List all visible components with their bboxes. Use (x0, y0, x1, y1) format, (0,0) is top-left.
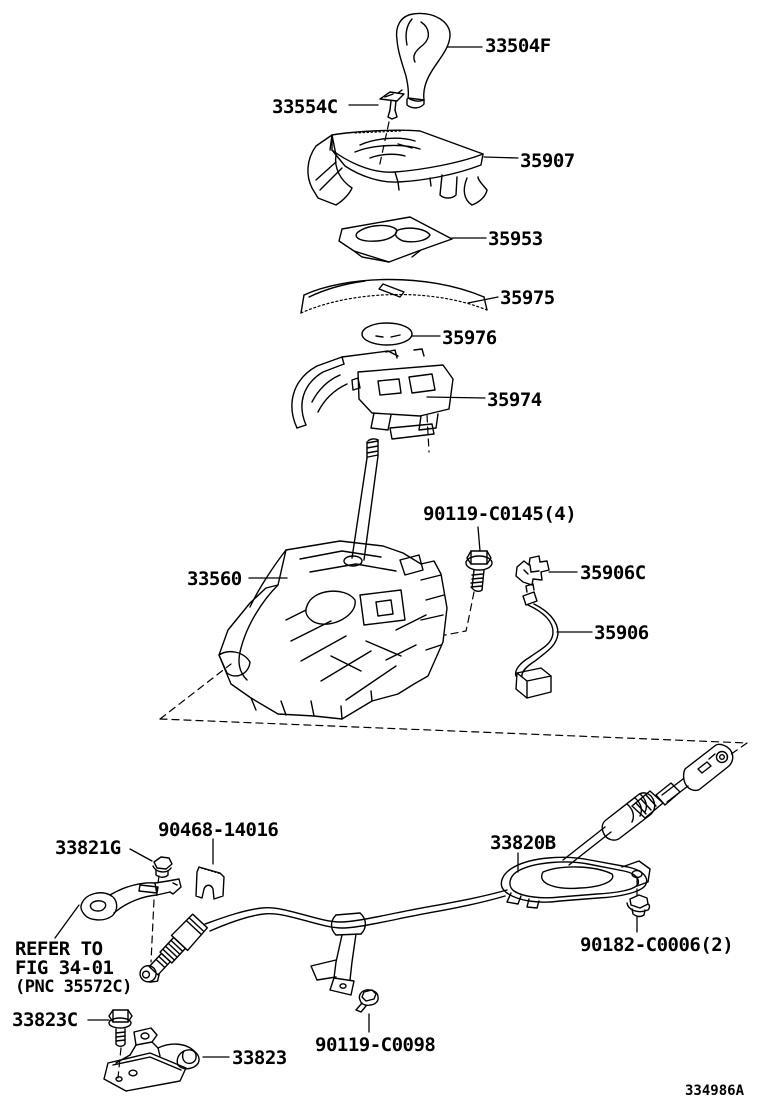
indicator-housing-plate-drawing (338, 216, 453, 263)
part-label-35975: 35975 (500, 287, 555, 309)
wire-harness-35906-drawing (514, 583, 559, 699)
part-label-33554C: 33554C (272, 96, 338, 118)
part-label-33823: 33823 (232, 1047, 287, 1069)
part-label-35906: 35906 (594, 622, 649, 644)
part-label-35907: 35907 (520, 150, 575, 172)
part-label-35976: 35976 (442, 327, 497, 349)
part-label-90182-C0006: 90182-C0006(2) (580, 934, 734, 956)
lever-bracket-arm-drawing (80, 878, 182, 921)
clip-35906c-drawing (515, 555, 550, 586)
part-label-35974: 35974 (487, 389, 542, 411)
indicator-pad-drawing (361, 322, 413, 346)
part-label-35953: 35953 (488, 228, 543, 250)
reference-note-line-3: (PNC 35572C) (15, 977, 132, 997)
part-label-33823C: 33823C (12, 1009, 78, 1031)
part-label-90468-14016: 90468-14016 (158, 819, 279, 841)
upper-console-panel-drawing (307, 129, 488, 206)
part-label-33821G: 33821G (55, 837, 121, 859)
bolt-90119-c0145-drawing (465, 550, 493, 593)
knob-button-clip-drawing (379, 89, 405, 120)
part-label-33560: 33560 (187, 568, 242, 590)
leader-lines (54, 46, 638, 1058)
bracket-33823-drawing (103, 1027, 200, 1092)
part-label-90119-C0145: 90119-C0145(4) (423, 503, 577, 525)
cable-clamp-bracket-drawing (310, 912, 367, 996)
bolt-90119-c0098-drawing (355, 989, 379, 1013)
shift-lever-assembly-drawing (218, 438, 448, 720)
part-label-35906C: 35906C (580, 562, 646, 584)
cable-clamp-90468-drawing (195, 866, 225, 900)
reference-note-line-1: REFER TO (15, 938, 103, 960)
drawing-code: 334986A (685, 1083, 745, 1099)
nut-90182-c0006-drawing (626, 894, 651, 918)
control-cable-upper-end-drawing (562, 743, 734, 866)
nut-33821g-drawing (152, 856, 173, 878)
indicator-lower-housing-drawing (291, 348, 454, 440)
control-cable-run-drawing (139, 889, 508, 983)
bolt-33823c-drawing (108, 1009, 133, 1047)
part-label-33504F: 33504F (485, 35, 551, 57)
reference-note-line-2: FIG 34-01 (15, 957, 114, 979)
position-indicator-slide-drawing (300, 278, 488, 314)
cable-mount-plate-drawing (500, 856, 651, 909)
shift-knob-drawing (395, 12, 451, 109)
part-label-90119-C0098: 90119-C0098 (315, 1034, 436, 1056)
part-label-33820B: 33820B (490, 832, 556, 854)
alignment-dashed-lines (117, 121, 748, 1079)
